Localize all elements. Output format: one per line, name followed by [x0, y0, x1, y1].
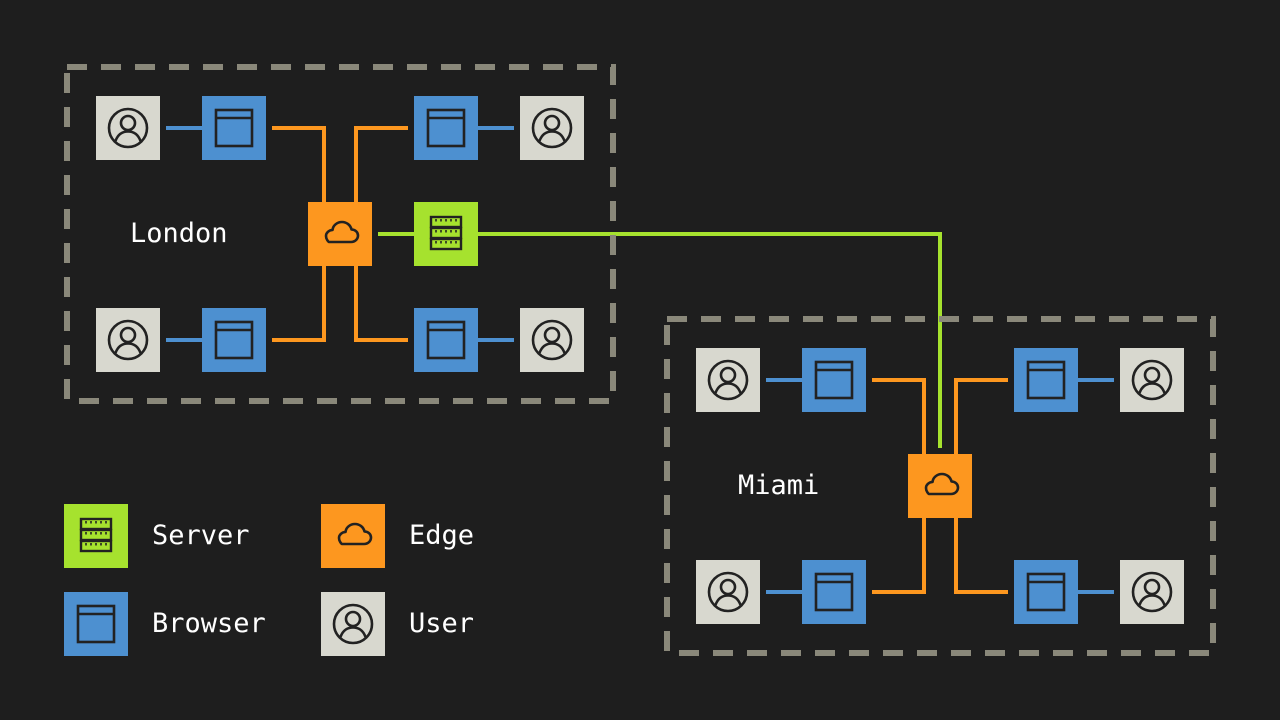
- miami-user-bottom-right: [1120, 560, 1184, 624]
- miami-browser-bottom-right: [1014, 560, 1078, 624]
- miami-browser-bottom-left: [802, 560, 866, 624]
- user-icon: [707, 359, 749, 401]
- legend-item-edge: Edge: [321, 504, 521, 568]
- london-user-bottom-right: [520, 308, 584, 372]
- region-london: [64, 64, 616, 404]
- link-browser-edge: [354, 266, 408, 342]
- user-icon: [1131, 359, 1173, 401]
- miami-browser-top-left: [802, 348, 866, 412]
- london-browser-bottom-left: [202, 308, 266, 372]
- legend-label-browser: Browser: [152, 608, 266, 639]
- london-user-bottom-left: [96, 308, 160, 372]
- server-icon: [79, 517, 113, 553]
- browser-window-icon: [814, 572, 854, 612]
- user-icon: [707, 571, 749, 613]
- legend-label-user: User: [409, 608, 475, 639]
- browser-window-icon: [1026, 572, 1066, 612]
- london-server: [414, 202, 478, 266]
- london-browser-top-left: [202, 96, 266, 160]
- london-user-top-right: [520, 96, 584, 160]
- london-edge: [308, 202, 372, 266]
- link-browser-edge: [872, 378, 926, 454]
- legend-browser-swatch: [64, 592, 128, 656]
- user-icon: [332, 603, 374, 645]
- link-server-miami-edge: [478, 232, 942, 448]
- legend-label-server: Server: [152, 520, 250, 551]
- link-browser-edge: [954, 518, 1008, 594]
- legend-label-edge: Edge: [409, 520, 475, 551]
- miami-user-top-right: [1120, 348, 1184, 412]
- link-browser-edge: [354, 126, 408, 202]
- miami-user-top-left: [696, 348, 760, 412]
- cloud-icon: [324, 220, 360, 244]
- miami-user-bottom-left: [696, 560, 760, 624]
- legend-edge-swatch: [321, 504, 385, 568]
- legend-user-swatch: [321, 592, 385, 656]
- browser-window-icon: [426, 108, 466, 148]
- london-user-top-left: [96, 96, 160, 160]
- browser-window-icon: [814, 360, 854, 400]
- legend-item-user: User: [321, 592, 521, 656]
- user-icon: [531, 319, 573, 361]
- browser-window-icon: [426, 320, 466, 360]
- cloud-icon: [924, 472, 960, 496]
- link-browser-edge: [954, 378, 1008, 454]
- browser-window-icon: [1026, 360, 1066, 400]
- region-miami-border: [664, 316, 1216, 656]
- link-browser-edge: [272, 266, 326, 342]
- legend-item-server: Server: [64, 504, 284, 568]
- region-london-border: [64, 64, 616, 404]
- user-icon: [107, 319, 149, 361]
- user-icon: [107, 107, 149, 149]
- region-label-london: London: [130, 218, 228, 249]
- london-browser-bottom-right: [414, 308, 478, 372]
- region-label-miami: Miami: [738, 470, 820, 501]
- user-icon: [1131, 571, 1173, 613]
- user-icon: [531, 107, 573, 149]
- link-browser-edge: [872, 518, 926, 594]
- london-browser-top-right: [414, 96, 478, 160]
- legend-item-browser: Browser: [64, 592, 304, 656]
- cloud-icon: [337, 522, 373, 546]
- browser-window-icon: [214, 108, 254, 148]
- browser-window-icon: [214, 320, 254, 360]
- server-icon: [429, 215, 463, 251]
- region-miami: [664, 316, 1216, 656]
- legend-server-swatch: [64, 504, 128, 568]
- miami-edge: [908, 454, 972, 518]
- browser-window-icon: [76, 604, 116, 644]
- link-browser-edge: [272, 126, 326, 202]
- miami-browser-top-right: [1014, 348, 1078, 412]
